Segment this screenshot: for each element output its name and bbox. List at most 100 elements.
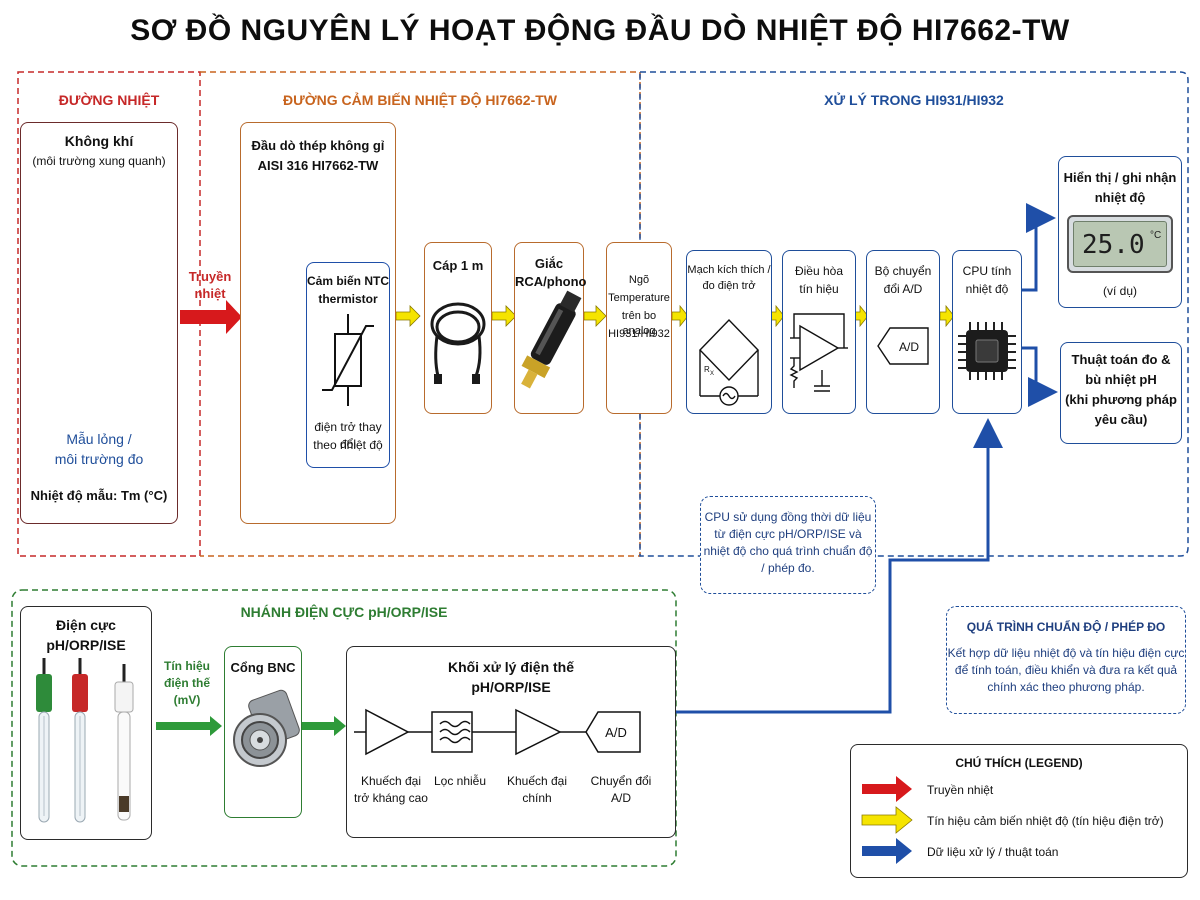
legend-item-heat: Truyền nhiệt	[927, 783, 994, 797]
excitation-line1: Mạch kích thích /	[687, 264, 771, 276]
display-box: Hiển thị / ghi nhận nhiệt độ 25.0 °C (ví…	[1058, 156, 1182, 308]
heat-source-box: Không khí (môi trường xung quanh) Mẫu lỏ…	[20, 122, 178, 524]
cable-box: Cáp 1 m	[424, 242, 492, 414]
conditioning-line1: Điều hòa	[794, 264, 844, 278]
potential-label-line3: (mV)	[173, 693, 201, 707]
adc-chip-label: A/D	[899, 340, 919, 354]
potential-processing-block: Khối xử lý điện thế pH/ORP/ISE Khuếch đạ…	[346, 646, 676, 838]
display-example-note: (ví dụ)	[1102, 284, 1137, 298]
display-line2: nhiệt độ	[1094, 190, 1146, 205]
rca-overlay	[521, 290, 582, 389]
sample-label-line2: môi trường đo	[54, 451, 144, 467]
bnc-label: Cổng BNC	[230, 660, 296, 675]
ntc-note-line1: điện trở thay đổi	[314, 420, 382, 451]
heat-transfer-label-line2: nhiệt	[194, 286, 226, 301]
heat-transfer-arrow	[180, 300, 242, 334]
heat-zone-title: ĐƯỜNG NHIỆT	[58, 92, 160, 108]
legend-heat-arrow	[862, 776, 912, 802]
cpu-line2: nhiệt độ	[965, 282, 1009, 296]
legend-item-sensor: Tín hiệu cảm biến nhiệt độ (tín hiệu điệ…	[927, 814, 1164, 828]
input-line4: HI931/HI932	[608, 328, 670, 340]
rca-label-line1: Giắc	[534, 256, 564, 271]
cpu-overlay	[958, 322, 1016, 380]
stage2-label: Lọc nhiễu	[433, 774, 487, 788]
opamp-overlay	[789, 313, 848, 392]
cpu-note-box: CPU sử dụng đồng thời dữ liệu từ điện cự…	[700, 496, 876, 594]
titration-line1: Kết hợp dữ liệu nhiệt độ và tín hiệu điệ…	[947, 646, 1185, 660]
titration-title: QUÁ TRÌNH CHUẨN ĐỘ / PHÉP ĐO	[966, 620, 1166, 634]
stage4-line2: A/D	[610, 791, 631, 805]
algorithm-line1: Thuật toán đo &	[1071, 352, 1171, 367]
air-title: Không khí	[64, 133, 134, 149]
legend-title: CHÚ THÍCH (LEGEND)	[955, 756, 1083, 770]
heat-transfer-label-line1: Truyền	[188, 269, 232, 284]
stage3-line1: Khuếch đại	[506, 774, 568, 788]
input-line3: trên bo analog	[621, 310, 657, 337]
cpu-note-line2: từ điện cực pH/ORP/ISE và	[714, 527, 862, 541]
sample-temperature: Nhiệt độ mẫu: Tm (°C)	[30, 488, 168, 503]
potential-label-line1: Tín hiệu	[164, 659, 210, 673]
legend-data-arrow	[862, 838, 912, 864]
potential-block-overlay: A/D	[354, 708, 641, 756]
ntc-symbol-overlay	[322, 314, 374, 406]
cable-overlay	[430, 302, 486, 384]
titration-line2: để tính toán, điều khiển và đưa ra kết q…	[954, 663, 1178, 677]
potential-block-title-line1: Khối xử lý điện thế	[447, 659, 575, 675]
lcd-reading: 25.0	[1082, 230, 1145, 260]
sensor-signal-arrows	[395, 304, 955, 328]
cpu-note-line3: nhiệt độ cho quá trình chuẩn độ	[703, 544, 873, 558]
page-title: SƠ ĐỒ NGUYÊN LÝ HOẠT ĐỘNG ĐẦU DÒ NHIỆT Đ…	[130, 14, 1070, 47]
display-line1: Hiển thị / ghi nhận	[1063, 170, 1177, 185]
electrode-signal-arrows	[156, 716, 346, 736]
cpu-output-arrows	[1022, 203, 1058, 407]
algorithm-box: Thuật toán đo & bù nhiệt pH (khi phương …	[1060, 342, 1182, 444]
legend-box: CHÚ THÍCH (LEGEND) Truyền nhiệt Tín hiệu…	[850, 744, 1188, 878]
electrode-zone-border	[11, 589, 677, 867]
electrode-data-line	[676, 418, 1003, 714]
algorithm-line4: yêu cầu)	[1094, 412, 1148, 427]
input-line2: Temperature	[608, 292, 670, 304]
stage4-line1: Chuyển đổi	[590, 774, 652, 788]
sample-label-line1: Mẫu lỏng /	[66, 431, 132, 447]
processing-zone-border	[639, 71, 1189, 557]
cpu-note-line4: / phép đo.	[761, 561, 815, 575]
legend-arrow-overlay	[861, 776, 913, 864]
electrode-line1: Điện cực	[56, 617, 116, 633]
adc-line2: đổi A/D	[883, 282, 923, 296]
sensor-zone-title: ĐƯỜNG CẢM BIẾN NHIỆT ĐỘ HI7662-TW	[282, 92, 558, 108]
cable-label: Cáp 1 m	[432, 258, 484, 273]
cpu-line1: CPU tính	[962, 264, 1012, 278]
excitation-line2: đo điện trở	[702, 280, 756, 292]
cpu-note-line1: CPU sử dụng đồng thời dữ liệu	[704, 510, 872, 524]
input-line1: Ngõ	[628, 274, 650, 286]
stage1-line2: trở kháng cao	[354, 791, 428, 805]
electrode-zone-title: NHÁNH ĐIỆN CỰC pH/ORP/ISE	[240, 604, 448, 620]
potential-adc-chip-label: A/D	[605, 725, 627, 740]
legend-item-data: Dữ liệu xử lý / thuật toán	[927, 845, 1059, 859]
lcd-frame: 25.0 °C	[1067, 215, 1173, 273]
rx-label: R	[704, 365, 710, 374]
algorithm-line3: (khi phương pháp	[1065, 392, 1177, 407]
processing-zone-title: XỬ LÝ TRONG HI931/HI932	[824, 92, 1004, 108]
titration-box: QUÁ TRÌNH CHUẨN ĐỘ / PHÉP ĐO Kết hợp dữ …	[946, 606, 1186, 714]
probe-title-line2: AISI 316 HI7662-TW	[257, 158, 379, 173]
lcd-screen: 25.0 °C	[1073, 221, 1167, 267]
electrodes-overlay	[36, 658, 134, 823]
bnc-overlay	[233, 689, 300, 767]
rx-subscript: X	[710, 371, 714, 377]
potential-label-line2: điện thế	[163, 676, 210, 690]
air-subtitle: (môi trường xung quanh)	[32, 154, 166, 168]
ntc-title-line1: Cảm biến NTC	[307, 274, 390, 288]
titration-line3: chính xác theo phương pháp.	[987, 680, 1145, 694]
adc-overlay: A/D	[877, 327, 929, 365]
rca-label-line2: RCA/phono	[515, 274, 587, 289]
potential-block-title-line2: pH/ORP/ISE	[471, 679, 551, 695]
ntc-note-line2: theo nhiệt độ	[313, 438, 383, 452]
electrode-line2: pH/ORP/ISE	[46, 637, 126, 653]
stage1-line1: Khuếch đại	[360, 774, 422, 788]
algorithm-line2: bù nhiệt pH	[1085, 372, 1157, 387]
conditioning-line2: tín hiệu	[799, 282, 839, 296]
probe-title-line1: Đầu dò thép không gỉ	[251, 138, 385, 153]
temperature-input-box: Ngõ Temperature trên bo analog HI931/HI9…	[606, 242, 672, 414]
legend-sensor-arrow	[861, 806, 913, 834]
